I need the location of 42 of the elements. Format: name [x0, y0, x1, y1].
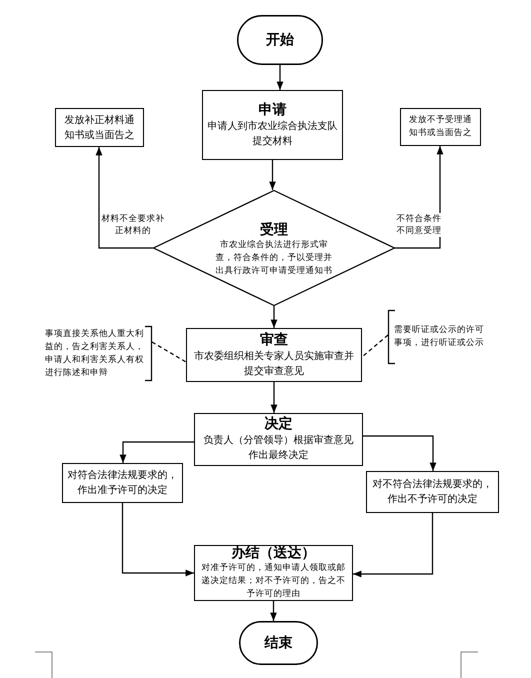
- step-text: 发放不予受理通知书或当面告之: [408, 114, 473, 140]
- step-text: 市农业综合执法进行形式审查，符合条件的，予以受理并出具行政许可申请受理通知书: [214, 239, 334, 278]
- outcome-box: [366, 471, 499, 513]
- dashed-connector: [152, 341, 186, 363]
- process-box: [194, 545, 353, 601]
- step-title: 审查: [260, 332, 288, 348]
- step-title: 开始: [266, 32, 294, 48]
- step-title: 申请: [258, 102, 286, 118]
- arrow: [276, 65, 284, 90]
- notice-box: [400, 108, 481, 146]
- step-text: 负责人（分管领导）根据审查意见作出最终决定: [202, 434, 354, 463]
- step-title: 决定: [264, 416, 292, 433]
- step-text: 申请人到市农业综合执法支队提交材料: [207, 120, 338, 148]
- step-text: 事项直接关系他人重大利益的，告之利害关系人，申请人和利害关系人有权进行陈述和申辩: [45, 328, 144, 380]
- step-text: 对准予许可的，通知申请人领取或邮递决定结果；对不予许可的，告之不予许可的理由: [200, 562, 346, 601]
- step-text: 发放补正材料通知书或当面告之: [64, 114, 136, 142]
- step-text: 市农委组织相关专家人员实施审查并提交审查意见: [193, 350, 355, 378]
- edge-label: 材料不全要求补正材料的: [100, 213, 166, 237]
- notice-box: [55, 108, 144, 147]
- arrow: [270, 306, 278, 328]
- arrow: [96, 147, 153, 249]
- step-text: 对符合法律法规要求的，作出准予许可的决定: [67, 468, 178, 498]
- end-terminal: [239, 621, 318, 665]
- step-title: 结束: [264, 634, 292, 652]
- dashed-connector: [362, 334, 388, 358]
- process-box: [202, 90, 343, 160]
- arrow: [363, 435, 436, 471]
- step-title: 受理: [260, 222, 288, 239]
- process-box: [186, 328, 362, 382]
- arrow: [270, 382, 278, 413]
- step-text: 对不符合法律法规要求的，作出不予许可的决定: [372, 478, 494, 507]
- arrow: [122, 503, 194, 576]
- arrow: [353, 513, 434, 578]
- arrow: [269, 160, 276, 190]
- step-title: 办结（送达）: [232, 545, 316, 562]
- process-box: [194, 413, 363, 466]
- arrow: [270, 601, 277, 621]
- edge-label: 不符合条件不同意受理: [395, 213, 443, 237]
- start-terminal: [237, 15, 323, 65]
- arrow: [120, 441, 194, 463]
- outcome-box: [62, 463, 183, 503]
- step-text: 需要听证或公示的许可事项，进行听证或公示: [394, 324, 485, 350]
